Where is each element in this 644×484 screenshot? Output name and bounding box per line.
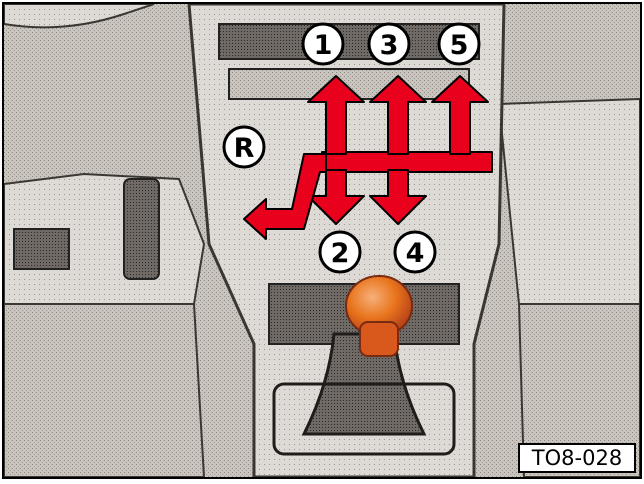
left-vent	[14, 229, 69, 269]
svg-text:R: R	[234, 133, 255, 164]
driver-seat	[4, 304, 204, 477]
gear-badge-2: 2	[320, 232, 360, 272]
pedal-lever	[124, 179, 159, 279]
right-dash-panel	[499, 99, 640, 304]
gear-badge-4: 4	[395, 232, 435, 272]
svg-text:2: 2	[331, 238, 350, 269]
car-interior-drawing: 1 3 5 R 2 4	[4, 4, 640, 477]
gear-badge-5: 5	[439, 24, 479, 64]
gear-badge-1: 1	[303, 24, 343, 64]
gear-badge-reverse: R	[224, 127, 264, 167]
svg-text:1: 1	[314, 30, 333, 61]
gear-knob-neck	[360, 322, 398, 356]
figure-reference-code: TO8-028	[518, 443, 636, 473]
gear-badge-3: 3	[369, 24, 409, 64]
gearshift-illustration: 1 3 5 R 2 4 TO8-028	[2, 2, 642, 479]
svg-text:5: 5	[450, 30, 469, 61]
svg-text:4: 4	[406, 238, 425, 269]
svg-text:3: 3	[380, 30, 399, 61]
